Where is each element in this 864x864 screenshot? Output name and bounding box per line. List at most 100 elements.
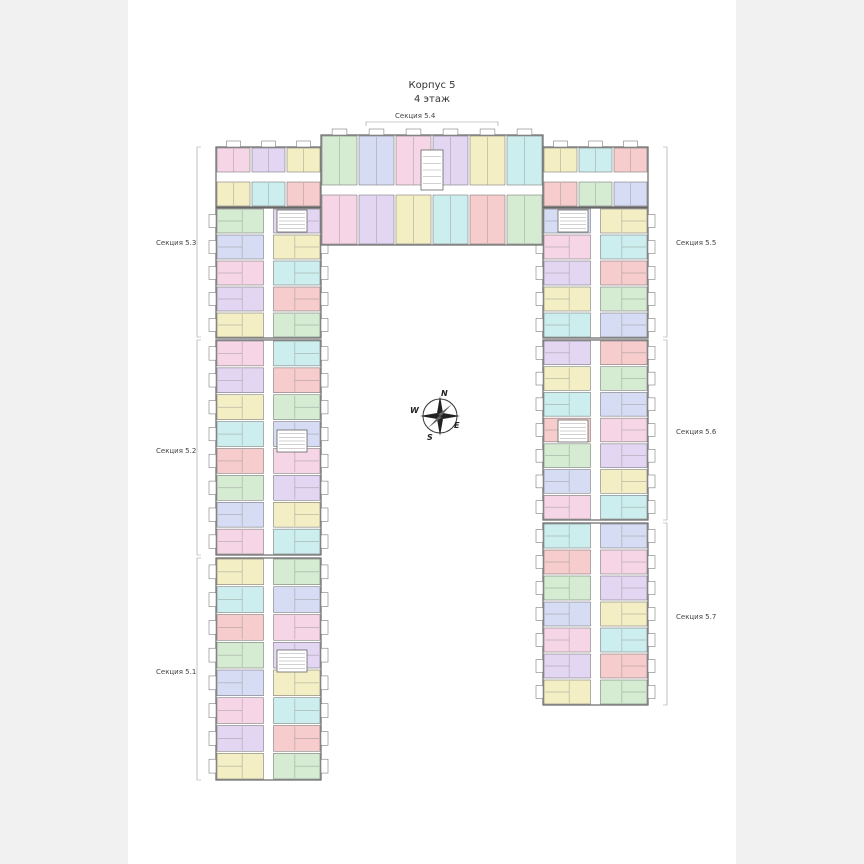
wing-5-5-balcony-right: [647, 292, 656, 306]
wing-5-6-balcony-left: [535, 371, 544, 386]
wing-5-7-balcony-right: [647, 685, 656, 699]
wing-5-7-balcony-left: [535, 659, 544, 673]
wing-5-4-balcony-top: [368, 128, 385, 136]
corner-5-5-balcony-top: [553, 140, 568, 148]
wing-5-6-balcony-left: [535, 474, 544, 489]
bracket-5-2: [196, 339, 201, 556]
wing-5-6-balcony-left: [535, 423, 544, 437]
wing-5-5-balcony-right: [647, 318, 656, 332]
wing-5-2-balcony-right: [320, 480, 329, 495]
wing-5-1-balcony-left: [208, 620, 217, 635]
wing-5-7-balcony-right: [647, 529, 656, 543]
wing-5-2-balcony-right: [320, 534, 329, 549]
wing-5-2-balcony-right: [320, 453, 329, 468]
wing-5-5-balcony-left: [535, 318, 544, 332]
compass-s: S: [427, 433, 433, 442]
wing-5-4-balcony-top: [442, 128, 459, 136]
wing-5-4-balcony-top: [516, 128, 533, 136]
wing-5-3-balcony-left: [208, 214, 217, 228]
wing-5-2-balcony-right: [320, 400, 329, 415]
bracket-5-7: [663, 522, 668, 706]
wing-5-3-balcony-left: [208, 240, 217, 254]
wing-5-2-balcony-left: [208, 400, 217, 415]
wing-5-1-balcony-left: [208, 675, 217, 691]
bracket-5-1: [196, 557, 201, 781]
building-wings: [208, 128, 656, 781]
wing-5-1-balcony-left: [208, 731, 217, 746]
wing-5-1-balcony-left: [208, 647, 217, 663]
bracket-5-5: [663, 146, 668, 338]
wing-5-6-balcony-left: [535, 449, 544, 463]
wing-5-6-balcony-right: [647, 423, 656, 437]
wing-5-6-balcony-right: [647, 371, 656, 386]
wing-5-6-balcony-right: [647, 346, 656, 360]
wing-5-7-balcony-left: [535, 581, 544, 595]
section-label-5-1: Секция 5.1: [156, 668, 197, 676]
wing-5-1-balcony-right: [320, 703, 329, 718]
wing-5-5-balcony-left: [535, 292, 544, 306]
wing-5-2-balcony-right: [320, 507, 329, 522]
wing-5-2-balcony-left: [208, 427, 217, 442]
wing-5-4-balcony-top: [331, 128, 348, 136]
section-brackets: [196, 121, 668, 781]
wing-5-1-balcony-right: [320, 592, 329, 607]
wing-5-5-balcony-left: [535, 266, 544, 280]
section-label-5-5: Секция 5.5: [676, 239, 717, 247]
wing-5-2-balcony-left: [208, 507, 217, 522]
wing-5-3-balcony-right: [320, 292, 329, 306]
wing-5-1-balcony-right: [320, 647, 329, 663]
compass-needle-east: [440, 413, 460, 419]
wing-5-1-balcony-left: [208, 703, 217, 718]
wing-5-6-balcony-right: [647, 500, 656, 514]
compass-needle-ne: [439, 404, 452, 416]
wing-5-2-balcony-right: [320, 427, 329, 442]
wing-5-1-balcony-left: [208, 758, 217, 774]
wing-5-6-balcony-right: [647, 474, 656, 489]
bracket-5-6: [663, 339, 668, 521]
wing-5-1-balcony-right: [320, 675, 329, 691]
section-label-5-3: Секция 5.3: [156, 239, 197, 247]
wing-5-7-balcony-left: [535, 529, 544, 543]
compass-needle-south: [437, 416, 443, 436]
wing-5-4-balcony-top: [479, 128, 496, 136]
wing-5-1-balcony-left: [208, 592, 217, 607]
wing-5-5-balcony-right: [647, 240, 656, 254]
bracket-5-3: [196, 146, 201, 338]
wing-5-3-balcony-left: [208, 318, 217, 332]
wing-5-2-balcony-left: [208, 346, 217, 361]
section-label-5-4: Секция 5.4: [395, 112, 436, 120]
wing-5-2-balcony-left: [208, 373, 217, 388]
section-label-5-7: Секция 5.7: [676, 613, 717, 621]
wing-5-3-balcony-right: [320, 318, 329, 332]
corner-5-3-balcony-top: [226, 140, 241, 148]
wing-5-6-balcony-left: [535, 346, 544, 360]
wing-5-7-balcony-right: [647, 581, 656, 595]
compass-needle-sw: [428, 416, 441, 428]
wing-5-7-balcony-right: [647, 659, 656, 673]
corner-5-5-balcony-top: [623, 140, 638, 148]
section-label-5-2: Секция 5.2: [156, 447, 197, 455]
wing-5-6-balcony-left: [535, 500, 544, 514]
section-label-5-6: Секция 5.6: [676, 428, 717, 436]
bracket-5-4: [365, 121, 499, 126]
wing-5-2-balcony-left: [208, 453, 217, 468]
wing-5-5-balcony-right: [647, 214, 656, 228]
wing-5-6-balcony-right: [647, 397, 656, 411]
compass-needle-west: [420, 413, 440, 419]
wing-5-1-balcony-right: [320, 758, 329, 774]
wing-5-7-balcony-left: [535, 607, 544, 621]
wing-5-6-balcony-left: [535, 397, 544, 411]
wing-5-7-balcony-right: [647, 607, 656, 621]
wing-5-1-balcony-right: [320, 564, 329, 580]
wing-5-7-balcony-right: [647, 633, 656, 647]
corner-5-5-balcony-top: [588, 140, 603, 148]
wing-5-3-balcony-left: [208, 292, 217, 306]
compass-rose: N E S W: [410, 389, 460, 442]
wing-5-3-balcony-left: [208, 266, 217, 280]
wing-5-5-balcony-right: [647, 266, 656, 280]
compass-w: W: [410, 406, 420, 415]
wing-5-7-balcony-right: [647, 555, 656, 569]
wing-5-1-balcony-right: [320, 731, 329, 746]
building-title: Корпус 5: [408, 80, 456, 91]
